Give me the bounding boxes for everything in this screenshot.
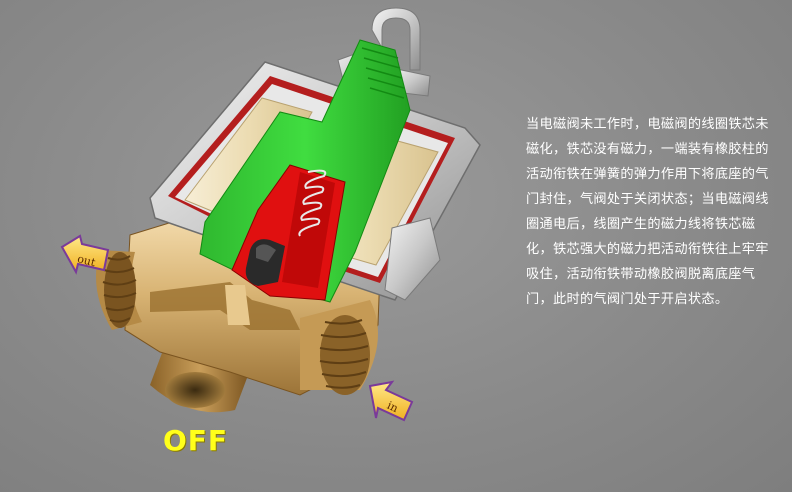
operation-description: 当电磁阀未工作时，电磁阀的线圈铁芯未磁化，铁芯没有磁力，一端装有橡胶柱的活动衔铁… [526,117,769,307]
inlet-arrow-icon: in [368,380,414,422]
return-spring [298,169,327,237]
outlet-label: out [76,252,97,269]
outlet-arrow-icon: out [60,234,110,275]
rubber-seal [245,239,285,286]
inlet-label: in [385,399,400,415]
valve-state-label: OFF [163,424,229,457]
side-nut [384,217,441,301]
